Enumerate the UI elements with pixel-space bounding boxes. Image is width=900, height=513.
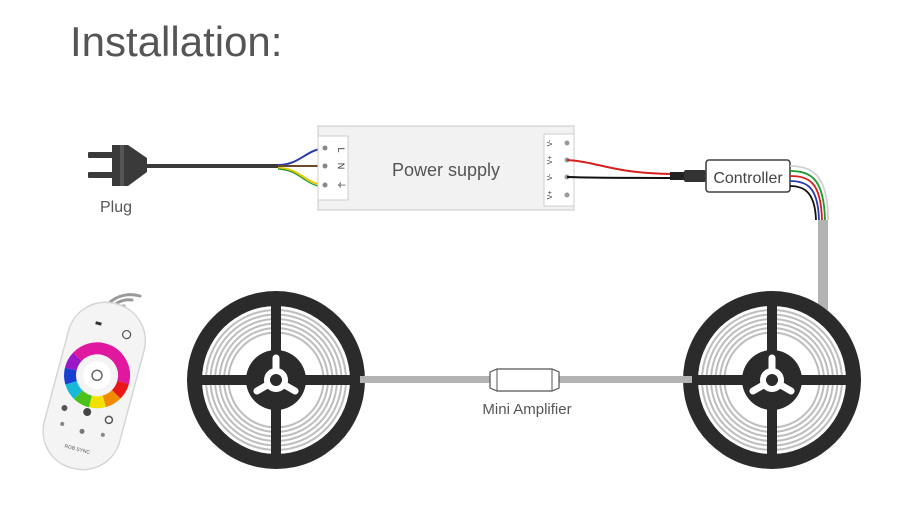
terminal-v-plus-1: V+ xyxy=(547,156,554,165)
terminal-v-plus-2: V+ xyxy=(547,191,554,200)
mini-amplifier-label: Mini Amplifier xyxy=(482,401,571,418)
power-supply-icon xyxy=(317,125,575,211)
input-terminals: L N ⏚ xyxy=(336,147,346,189)
led-reel-right xyxy=(683,291,861,469)
plug-label: Plug xyxy=(100,199,133,216)
terminal-ground: ⏚ xyxy=(336,180,346,189)
power-supply-label: Power supply xyxy=(392,160,500,180)
led-reel-left xyxy=(187,291,365,469)
output-terminals: V- V+ V- V+ xyxy=(547,139,554,199)
controller-output-wires xyxy=(789,165,829,221)
terminal-l: L xyxy=(336,147,346,152)
controller-label: Controller xyxy=(713,170,783,187)
amplifier-icon xyxy=(489,368,560,392)
page-title: Installation: xyxy=(70,18,283,65)
dc-wires xyxy=(566,159,706,182)
cable-to-reel xyxy=(818,220,828,310)
plug-icon xyxy=(88,145,147,186)
terminal-v-minus-2: V- xyxy=(547,173,554,180)
led-reels xyxy=(187,291,861,469)
terminal-n: N xyxy=(336,163,346,170)
terminal-v-minus-1: V- xyxy=(547,139,554,146)
remote-icon: RGB SYNC xyxy=(42,301,147,471)
